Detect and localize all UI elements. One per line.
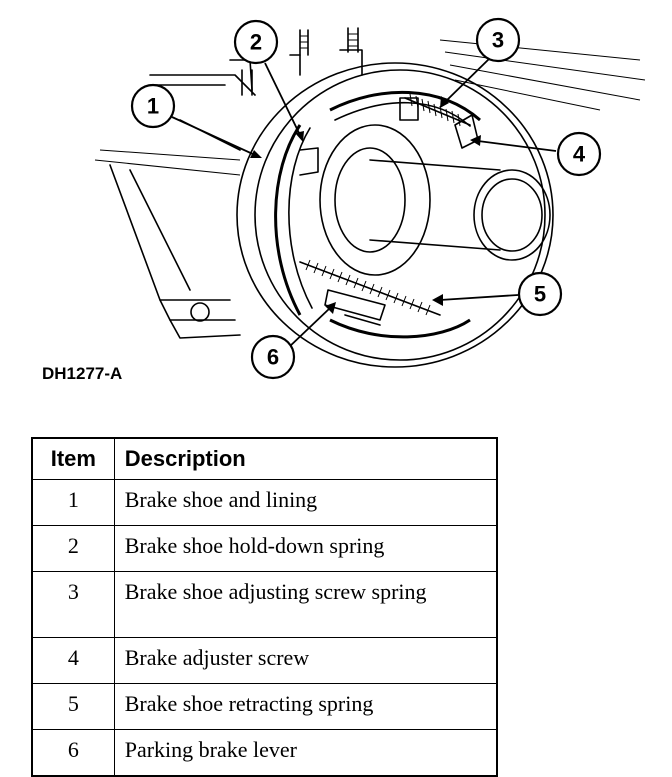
callout-3: 3 <box>475 17 521 63</box>
adjusting-screw-spring <box>399 93 471 127</box>
suspension-frame <box>94 27 646 339</box>
figure-code: DH1277-A <box>42 364 123 383</box>
backing-plate <box>236 62 554 368</box>
brake-assembly-illustration: 1 2 3 4 5 6 <box>94 17 646 380</box>
table-row: 1 Brake shoe and lining <box>31 479 498 526</box>
callout-6-label: 6 <box>267 345 279 370</box>
table-row: 2 Brake shoe hold-down spring <box>31 525 498 572</box>
callout-4-label: 4 <box>573 142 586 167</box>
hub-axle <box>319 124 551 276</box>
callout-1-label: 1 <box>147 94 159 119</box>
item-description: Brake shoe retracting spring <box>113 683 498 730</box>
item-description: Brake shoe adjusting screw spring <box>113 571 498 638</box>
table-row: 3 Brake shoe adjusting screw spring <box>31 571 498 638</box>
callout-5: 5 <box>517 271 563 317</box>
item-number: 6 <box>31 729 115 777</box>
header-description: Description <box>113 437 498 480</box>
callout-2: 2 <box>233 19 279 65</box>
retracting-spring <box>299 259 441 316</box>
item-description: Parking brake lever <box>113 729 498 777</box>
legend-table: Item Description 1 Brake shoe and lining… <box>31 437 498 777</box>
legend-header-row: Item Description <box>31 437 498 480</box>
table-row: 4 Brake adjuster screw <box>31 637 498 684</box>
item-number: 5 <box>31 683 115 730</box>
leader-lines <box>171 57 557 349</box>
callout-2-label: 2 <box>250 30 262 55</box>
header-item: Item <box>31 437 115 480</box>
item-number: 2 <box>31 525 115 572</box>
parking-brake-lever <box>324 289 386 326</box>
item-number: 4 <box>31 637 115 684</box>
item-description: Brake adjuster screw <box>113 637 498 684</box>
callout-4: 4 <box>556 131 602 177</box>
callout-1: 1 <box>130 83 176 129</box>
table-row: 6 Parking brake lever <box>31 729 498 777</box>
callout-5-label: 5 <box>534 282 546 307</box>
item-description: Brake shoe and lining <box>113 479 498 526</box>
brake-shoes <box>274 90 481 339</box>
item-number: 3 <box>31 571 115 638</box>
hold-down-spring <box>299 147 319 176</box>
item-number: 1 <box>31 479 115 526</box>
item-description: Brake shoe hold-down spring <box>113 525 498 572</box>
table-row: 5 Brake shoe retracting spring <box>31 683 498 730</box>
callout-6: 6 <box>250 334 296 380</box>
callout-3-label: 3 <box>492 28 504 53</box>
